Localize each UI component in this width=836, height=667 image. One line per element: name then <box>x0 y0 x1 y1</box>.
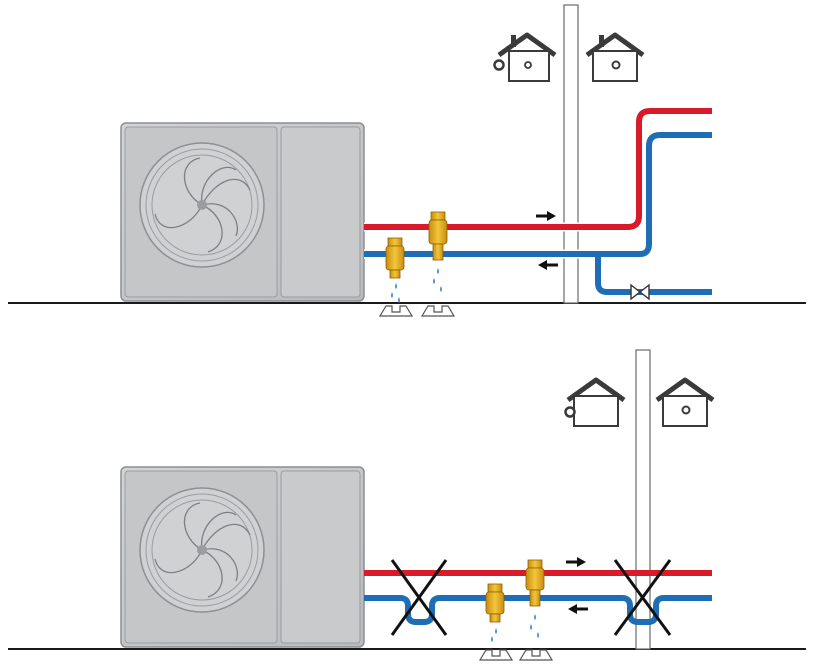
arrow-left-icon <box>538 260 558 270</box>
outdoor-heat-pump-icon <box>120 466 365 648</box>
drain-tray-icon <box>478 649 514 661</box>
cross-icon <box>613 559 672 636</box>
arrow-right-icon <box>536 211 556 221</box>
check-valve-icon <box>630 283 650 301</box>
antifreeze-valve-icon <box>485 583 505 623</box>
antifreeze-valve-icon <box>525 559 545 607</box>
antifreeze-valve-icon <box>428 211 448 261</box>
drain-tray-icon <box>518 649 554 661</box>
antifreeze-valve-icon <box>385 237 405 279</box>
drain-tray-icon <box>378 305 414 317</box>
arrow-right-icon <box>566 557 586 567</box>
arrow-left-icon <box>568 604 588 614</box>
drain-tray-icon <box>420 305 456 317</box>
supply-pipe <box>364 106 712 232</box>
house-icon <box>493 32 557 82</box>
drip-drops-icon <box>433 268 442 292</box>
panel-incorrect <box>8 349 806 661</box>
house-icon <box>585 32 645 82</box>
outdoor-heat-pump-icon <box>120 122 365 302</box>
panel-correct <box>8 4 806 317</box>
return-pipe <box>364 130 712 297</box>
house-icon <box>564 377 626 427</box>
house-icon <box>655 377 715 427</box>
drip-drops-icon <box>391 283 400 303</box>
drip-drops-icon <box>530 614 539 638</box>
cross-icon <box>390 559 448 636</box>
drip-drops-icon <box>491 628 497 642</box>
